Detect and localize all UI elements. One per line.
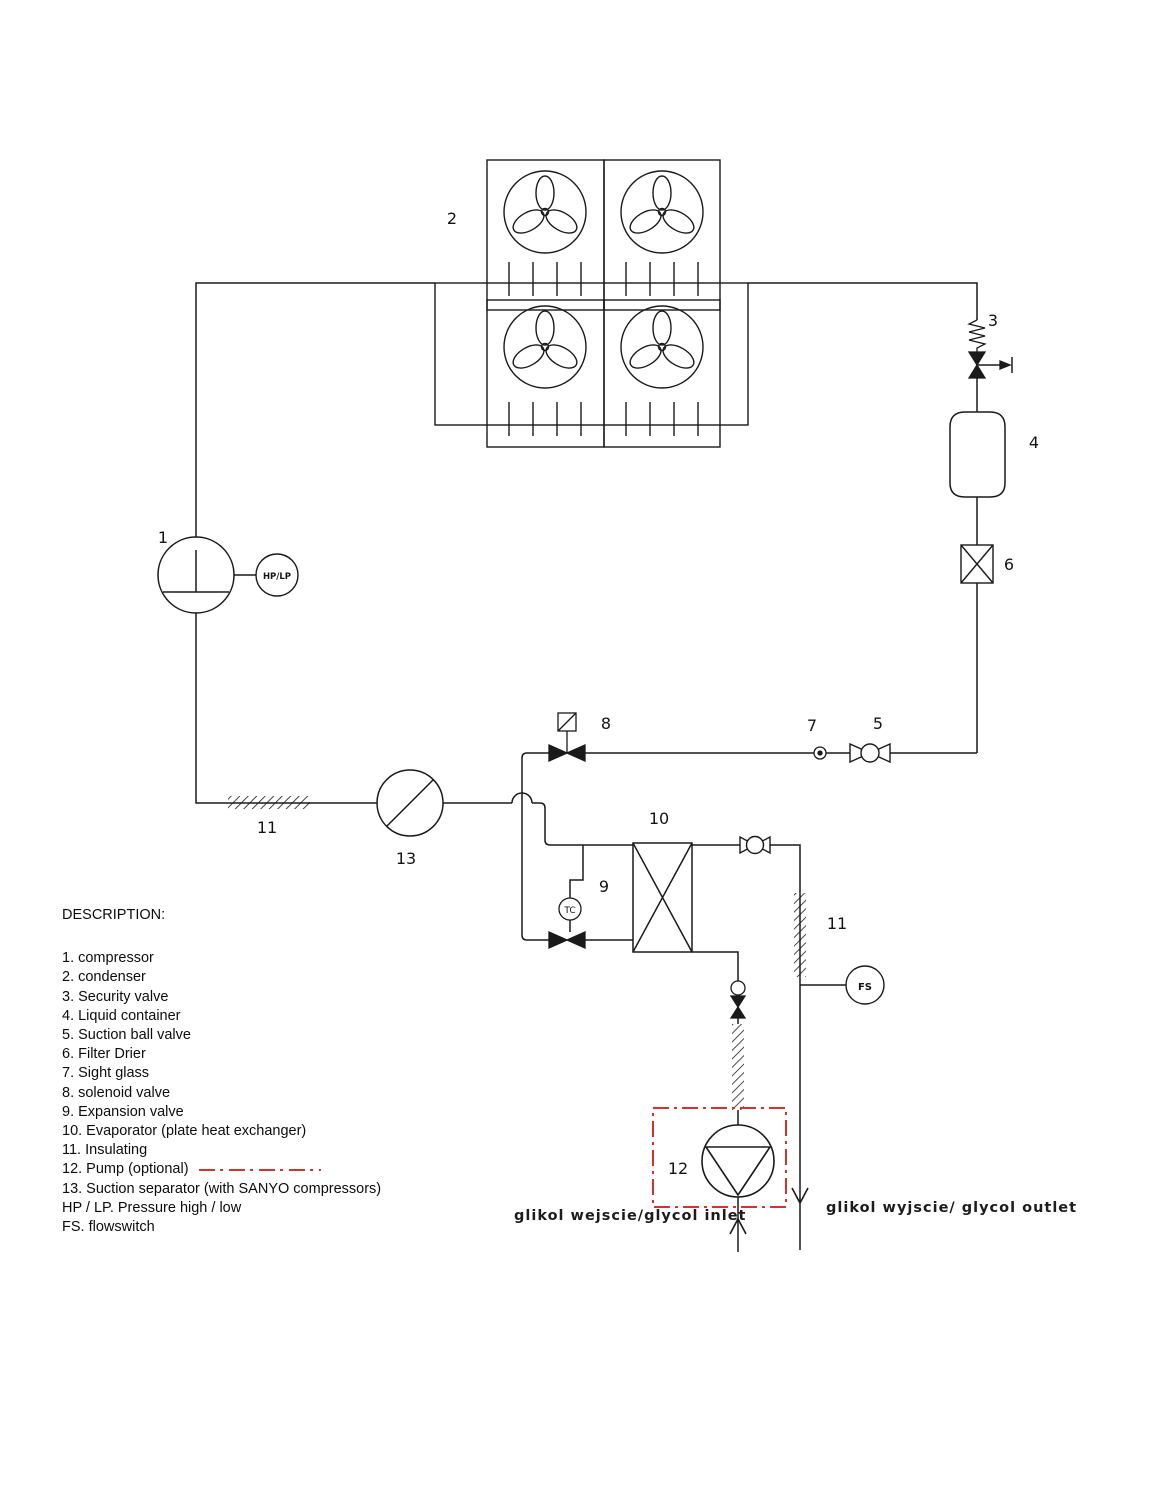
label-compressor: 1	[158, 528, 168, 547]
suction-ball-valve-symbol	[849, 742, 891, 764]
description-list: 1. compressor 2. condenser 3. Security v…	[62, 949, 492, 1237]
condenser-symbol	[434, 159, 749, 448]
pump-symbol	[701, 1124, 775, 1198]
label-sight-glass: 7	[807, 716, 817, 735]
pipes	[195, 282, 1013, 1252]
label-suction-ball-valve: 5	[873, 714, 883, 733]
pressure-gauge-symbol	[255, 553, 299, 597]
label-expansion-valve: 9	[599, 877, 609, 896]
label-suction-separator: 13	[396, 849, 416, 868]
label-evaporator: 10	[649, 809, 669, 828]
filter-drier-symbol	[960, 544, 994, 584]
description-panel: DESCRIPTION: 1. compressor 2. condenser …	[62, 906, 492, 1237]
label-pump: 12	[668, 1159, 688, 1178]
pump-line-style-sample	[198, 1168, 321, 1171]
tc-sensor-text: TC	[563, 906, 575, 916]
description-item-6: 6. Filter Drier	[62, 1046, 146, 1063]
liquid-container-symbol	[949, 411, 1006, 498]
description-item-3: 3. Security valve	[62, 988, 169, 1005]
description-item-fs: FS. flowswitch	[62, 1219, 155, 1236]
insulation-outlet-band	[794, 893, 806, 977]
description-item-1: 1. compressor	[62, 950, 154, 967]
suction-separator-symbol	[376, 769, 444, 837]
glycol-outlet-label: glikol wyjscie/ glycol outlet	[826, 1200, 1077, 1216]
insulation-inlet-band	[732, 1024, 744, 1110]
description-item-2: 2. condenser	[62, 969, 146, 986]
evaporator-symbol	[632, 842, 693, 953]
description-item-12: 12. Pump (optional)	[62, 1160, 492, 1179]
glycol-inlet-label: glikol wejscie/glycol inlet	[514, 1208, 747, 1224]
flow-switch-text: FS	[858, 982, 872, 993]
description-title: DESCRIPTION:	[62, 907, 166, 923]
condenser-fins	[508, 262, 699, 436]
description-item-8: 8. solenoid valve	[62, 1084, 171, 1101]
compressor-symbol	[157, 536, 235, 614]
label-security-valve: 3	[988, 311, 998, 330]
expansion-valve-symbol	[548, 897, 586, 950]
label-insulating-suction: 11	[257, 818, 277, 837]
description-item-9: 9. Expansion valve	[62, 1103, 184, 1120]
label-condenser: 2	[447, 209, 457, 228]
label-liquid-container: 4	[1029, 433, 1039, 452]
label-solenoid-valve: 8	[601, 714, 611, 733]
description-item-7: 7. Sight glass	[62, 1065, 150, 1082]
sight-glass-symbol	[813, 746, 827, 760]
inlet-valve-symbol	[729, 980, 747, 1019]
label-filter-drier: 6	[1004, 555, 1014, 574]
pump-optional-outline	[652, 1107, 787, 1208]
tc-sensor-symbol	[558, 897, 582, 921]
label-insulating-outlet: 11	[827, 914, 847, 933]
hp-lp-gauge-text: HP/LP	[263, 572, 291, 582]
solenoid-valve-symbol	[548, 712, 586, 763]
security-valve-symbol	[967, 319, 1012, 379]
description-item-13: 13. Suction separator (with SANYO compre…	[62, 1180, 382, 1197]
description-item-4: 4. Liquid container	[62, 1007, 181, 1024]
outlet-ball-valve-symbol	[739, 835, 771, 855]
flow-switch-symbol	[845, 965, 885, 1005]
insulation-suction-band	[228, 796, 310, 809]
description-item-11: 11. Insulating	[62, 1142, 148, 1159]
description-item-5: 5. Suction ball valve	[62, 1027, 191, 1044]
description-item-hp-lp: HP / LP. Pressure high / low	[62, 1199, 242, 1216]
description-item-10: 10. Evaporator (plate heat exchanger)	[62, 1123, 307, 1140]
